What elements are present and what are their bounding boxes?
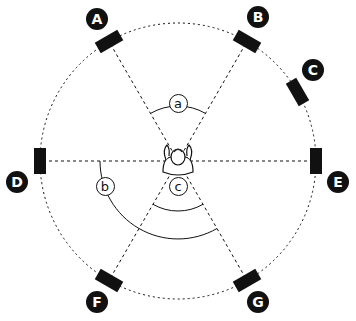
speaker [286, 78, 309, 107]
listener [163, 145, 193, 175]
speaker [233, 269, 262, 292]
angle-callout: b [96, 177, 115, 196]
angle-callout: c [169, 177, 188, 196]
speaker-callout: D [6, 171, 28, 193]
speaker [310, 148, 322, 174]
speaker-callout: F [86, 291, 108, 313]
speaker [233, 30, 262, 53]
speaker [95, 269, 124, 292]
speaker-callout: G [247, 291, 269, 313]
speaker-callout: B [247, 6, 269, 28]
speaker-callout: E [327, 171, 349, 193]
speakers [34, 30, 322, 292]
speaker-callout: C [302, 59, 324, 81]
listener-lines [40, 42, 316, 281]
angle-callout: a [169, 94, 188, 113]
listening-circle [40, 23, 316, 299]
angle-arcs [100, 106, 217, 239]
speaker-callout: A [86, 8, 108, 30]
speaker [95, 30, 124, 53]
speaker [34, 148, 46, 174]
